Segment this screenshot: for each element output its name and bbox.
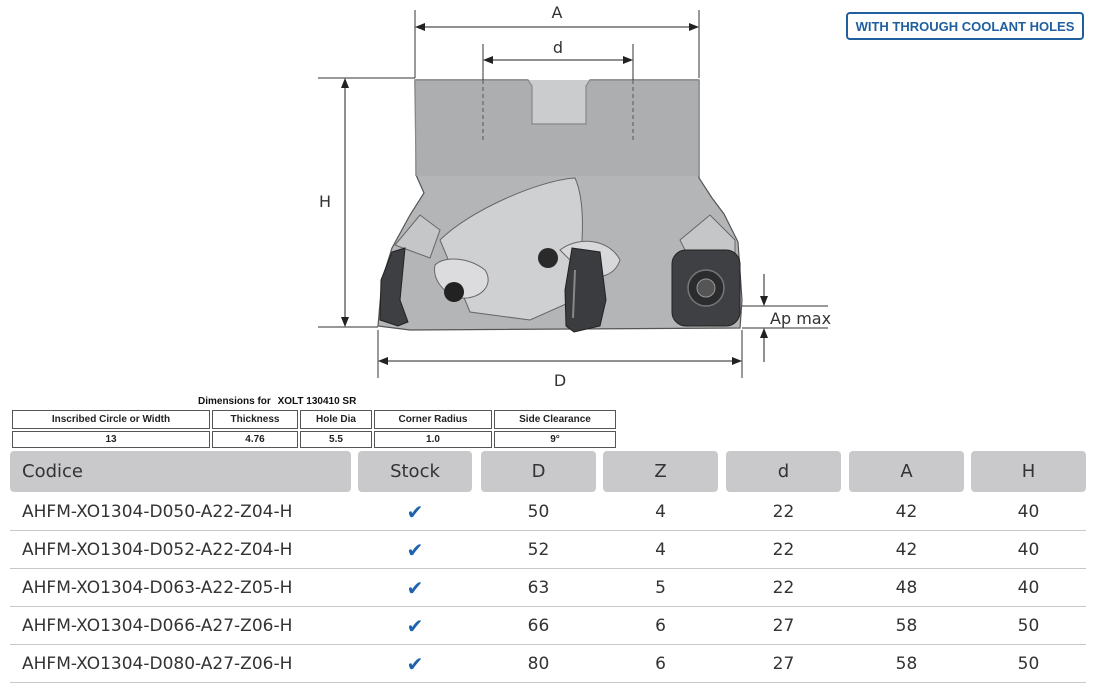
row-h: 40 [1017, 501, 1040, 522]
dimension-h: H [318, 77, 415, 328]
row-a: 48 [895, 577, 918, 598]
table-row: AHFM-XO1304-D066-A27-Z06-H ✔ 66 6 27 58 … [10, 607, 1086, 645]
col-header-z: Z [603, 451, 718, 492]
row-code: AHFM-XO1304-D080-A27-Z06-H [22, 653, 293, 674]
spec-header-thickness: Thickness [212, 410, 298, 429]
stock-check-icon: ✔ [406, 651, 424, 676]
row-z: 4 [655, 501, 666, 522]
spec-header-inscribed: Inscribed Circle or Width [12, 410, 210, 429]
label-a: A [552, 3, 563, 22]
spec-value-inscribed: 13 [12, 431, 210, 448]
spec-value-side-clearance: 9° [494, 431, 616, 448]
row-z: 4 [655, 539, 666, 560]
row-z: 6 [655, 653, 666, 674]
row-code: AHFM-XO1304-D063-A22-Z05-H [22, 577, 293, 598]
row-a: 58 [895, 653, 918, 674]
row-d-small: 22 [772, 539, 795, 560]
row-h: 50 [1017, 615, 1040, 636]
row-d-large: 66 [527, 615, 550, 636]
cutter-body [377, 79, 743, 331]
label-h: H [319, 192, 331, 211]
dimension-a: A [414, 3, 700, 78]
row-d-small: 22 [772, 501, 795, 522]
row-h: 40 [1017, 539, 1040, 560]
col-header-h: H [971, 451, 1086, 492]
spec-value-corner-radius: 1.0 [374, 431, 492, 448]
col-header-d-small: d [726, 451, 841, 492]
row-d-large: 63 [527, 577, 550, 598]
table-row: AHFM-XO1304-D050-A22-Z04-H ✔ 50 4 22 42 … [10, 493, 1086, 531]
label-ap-max: Ap max [770, 309, 831, 328]
row-z: 6 [655, 615, 666, 636]
row-h: 50 [1017, 653, 1040, 674]
label-d-small: d [553, 38, 563, 57]
spec-header-hole-dia: Hole Dia [300, 410, 372, 429]
dimension-d-small: d [482, 38, 634, 80]
stock-check-icon: ✔ [406, 499, 424, 524]
dimension-ap-max: Ap max [742, 274, 831, 362]
col-header-stock: Stock [358, 451, 472, 492]
cutting-insert-center [564, 247, 607, 333]
row-h: 40 [1017, 577, 1040, 598]
label-d-large: D [554, 371, 566, 390]
cutting-insert-right [671, 249, 741, 327]
row-d-small: 27 [772, 653, 795, 674]
row-d-small: 22 [772, 577, 795, 598]
spec-title: Dimensions for XOLT 130410 SR [198, 396, 356, 407]
row-code: AHFM-XO1304-D066-A27-Z06-H [22, 615, 293, 636]
row-code: AHFM-XO1304-D052-A22-Z04-H [22, 539, 293, 560]
row-a: 58 [895, 615, 918, 636]
table-row: AHFM-XO1304-D080-A27-Z06-H ✔ 80 6 27 58 … [10, 645, 1086, 683]
dimension-d-large: D [377, 330, 743, 390]
col-header-codice: Codice [10, 451, 351, 492]
row-d-large: 50 [527, 501, 550, 522]
milling-cutter-drawing: A d H D Ap max [318, 3, 831, 390]
spec-header-corner-radius: Corner Radius [374, 410, 492, 429]
row-d-large: 52 [527, 539, 550, 560]
spec-header-side-clearance: Side Clearance [494, 410, 616, 429]
spec-title-prefix: Dimensions for [198, 396, 271, 407]
col-header-d-large: D [481, 451, 596, 492]
row-a: 42 [895, 539, 918, 560]
row-code: AHFM-XO1304-D050-A22-Z04-H [22, 501, 293, 522]
spec-value-thickness: 4.76 [212, 431, 298, 448]
row-d-small: 27 [772, 615, 795, 636]
row-a: 42 [895, 501, 918, 522]
spec-title-model: XOLT 130410 SR [277, 396, 357, 407]
stock-check-icon: ✔ [406, 613, 424, 638]
table-row: AHFM-XO1304-D052-A22-Z04-H ✔ 52 4 22 42 … [10, 531, 1086, 569]
cutting-insert-left [379, 247, 409, 327]
stock-check-icon: ✔ [406, 575, 424, 600]
stock-check-icon: ✔ [406, 537, 424, 562]
col-header-a: A [849, 451, 964, 492]
spec-value-hole-dia: 5.5 [300, 431, 372, 448]
coolant-holes-badge: WITH THROUGH COOLANT HOLES [846, 12, 1084, 40]
row-d-large: 80 [527, 653, 550, 674]
row-z: 5 [655, 577, 666, 598]
table-row: AHFM-XO1304-D063-A22-Z05-H ✔ 63 5 22 48 … [10, 569, 1086, 607]
